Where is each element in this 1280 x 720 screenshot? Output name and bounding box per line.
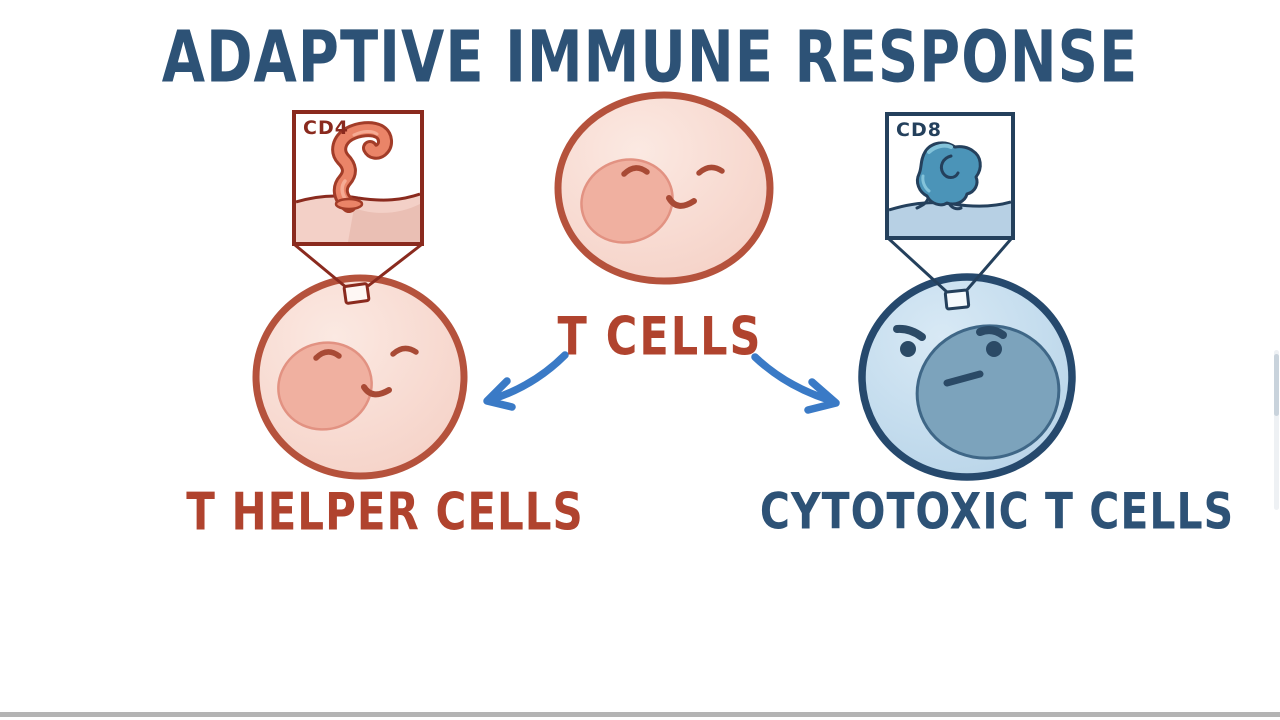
cd4-membrane-line — [296, 192, 420, 204]
cytotoxic-t-cell-illustration — [858, 273, 1076, 481]
cd4-receptor-base — [334, 197, 364, 211]
cytotoxic-cell-nucleus — [915, 324, 1061, 460]
cd8-receptor-curl — [939, 154, 960, 179]
t-helper-mouth — [361, 384, 392, 398]
t-cell-mouth — [666, 195, 697, 209]
t-helper-cell-illustration — [252, 274, 468, 480]
t-helper-cell-nucleus — [277, 341, 373, 431]
cd4-receptor-inset: CD4 — [292, 110, 424, 246]
t-helper-right-eye — [390, 345, 419, 357]
cd8-membrane — [889, 202, 1011, 236]
cd8-receptor-highlight2 — [921, 174, 931, 193]
cytotoxic-right-eye — [986, 341, 1002, 357]
cytotoxic-left-eye — [900, 341, 916, 357]
cd8-funnel-left-line — [887, 237, 950, 295]
cd4-zoom-funnel — [294, 243, 422, 305]
scrollbar-thumb[interactable] — [1274, 354, 1279, 416]
arrow-to-t-helper-icon — [483, 351, 569, 411]
cd4-funnel-left-line — [294, 243, 348, 290]
t-helper-cells-label: T HELPER CELLS — [186, 482, 584, 542]
cytotoxic-left-eyebrow — [893, 324, 926, 341]
bottom-bar — [0, 712, 1280, 717]
cd4-zoom-target-square — [342, 282, 371, 305]
cytotoxic-right-eyebrow — [976, 326, 1007, 339]
cd8-label: CD8 — [896, 119, 942, 141]
scrollbar-track[interactable] — [1274, 350, 1279, 510]
cd8-zoom-funnel — [887, 237, 1013, 311]
cytotoxic-t-cells-label: CYTOTOXIC T CELLS — [759, 482, 1235, 541]
cd8-zoom-target-square — [943, 288, 971, 311]
t-helper-left-eye — [313, 349, 342, 361]
cd8-funnel-right-line — [964, 238, 1013, 292]
cd4-receptor-icon — [296, 121, 420, 242]
t-cell-nucleus — [580, 158, 674, 244]
cd8-receptor-highlight — [927, 143, 953, 154]
t-cell-illustration — [554, 91, 774, 285]
cd4-label: CD4 — [303, 117, 349, 139]
cytotoxic-mouth — [943, 370, 984, 387]
t-cell-right-eye — [696, 164, 725, 176]
arrow-to-cytotoxic-icon — [751, 353, 840, 414]
cd4-funnel-right-line — [367, 243, 422, 288]
cd8-receptor-inset: CD8 — [885, 112, 1015, 240]
t-cell-left-eye — [621, 165, 650, 177]
cd4-receptor-highlight2 — [352, 130, 379, 137]
cd8-receptor-body — [915, 141, 982, 207]
page-title: ADAPTIVE IMMUNE RESPONSE — [161, 16, 1139, 100]
cd8-receptor-icon — [889, 141, 1011, 236]
cd4-membrane-shade — [348, 204, 420, 242]
t-cells-label: T CELLS — [557, 307, 763, 368]
